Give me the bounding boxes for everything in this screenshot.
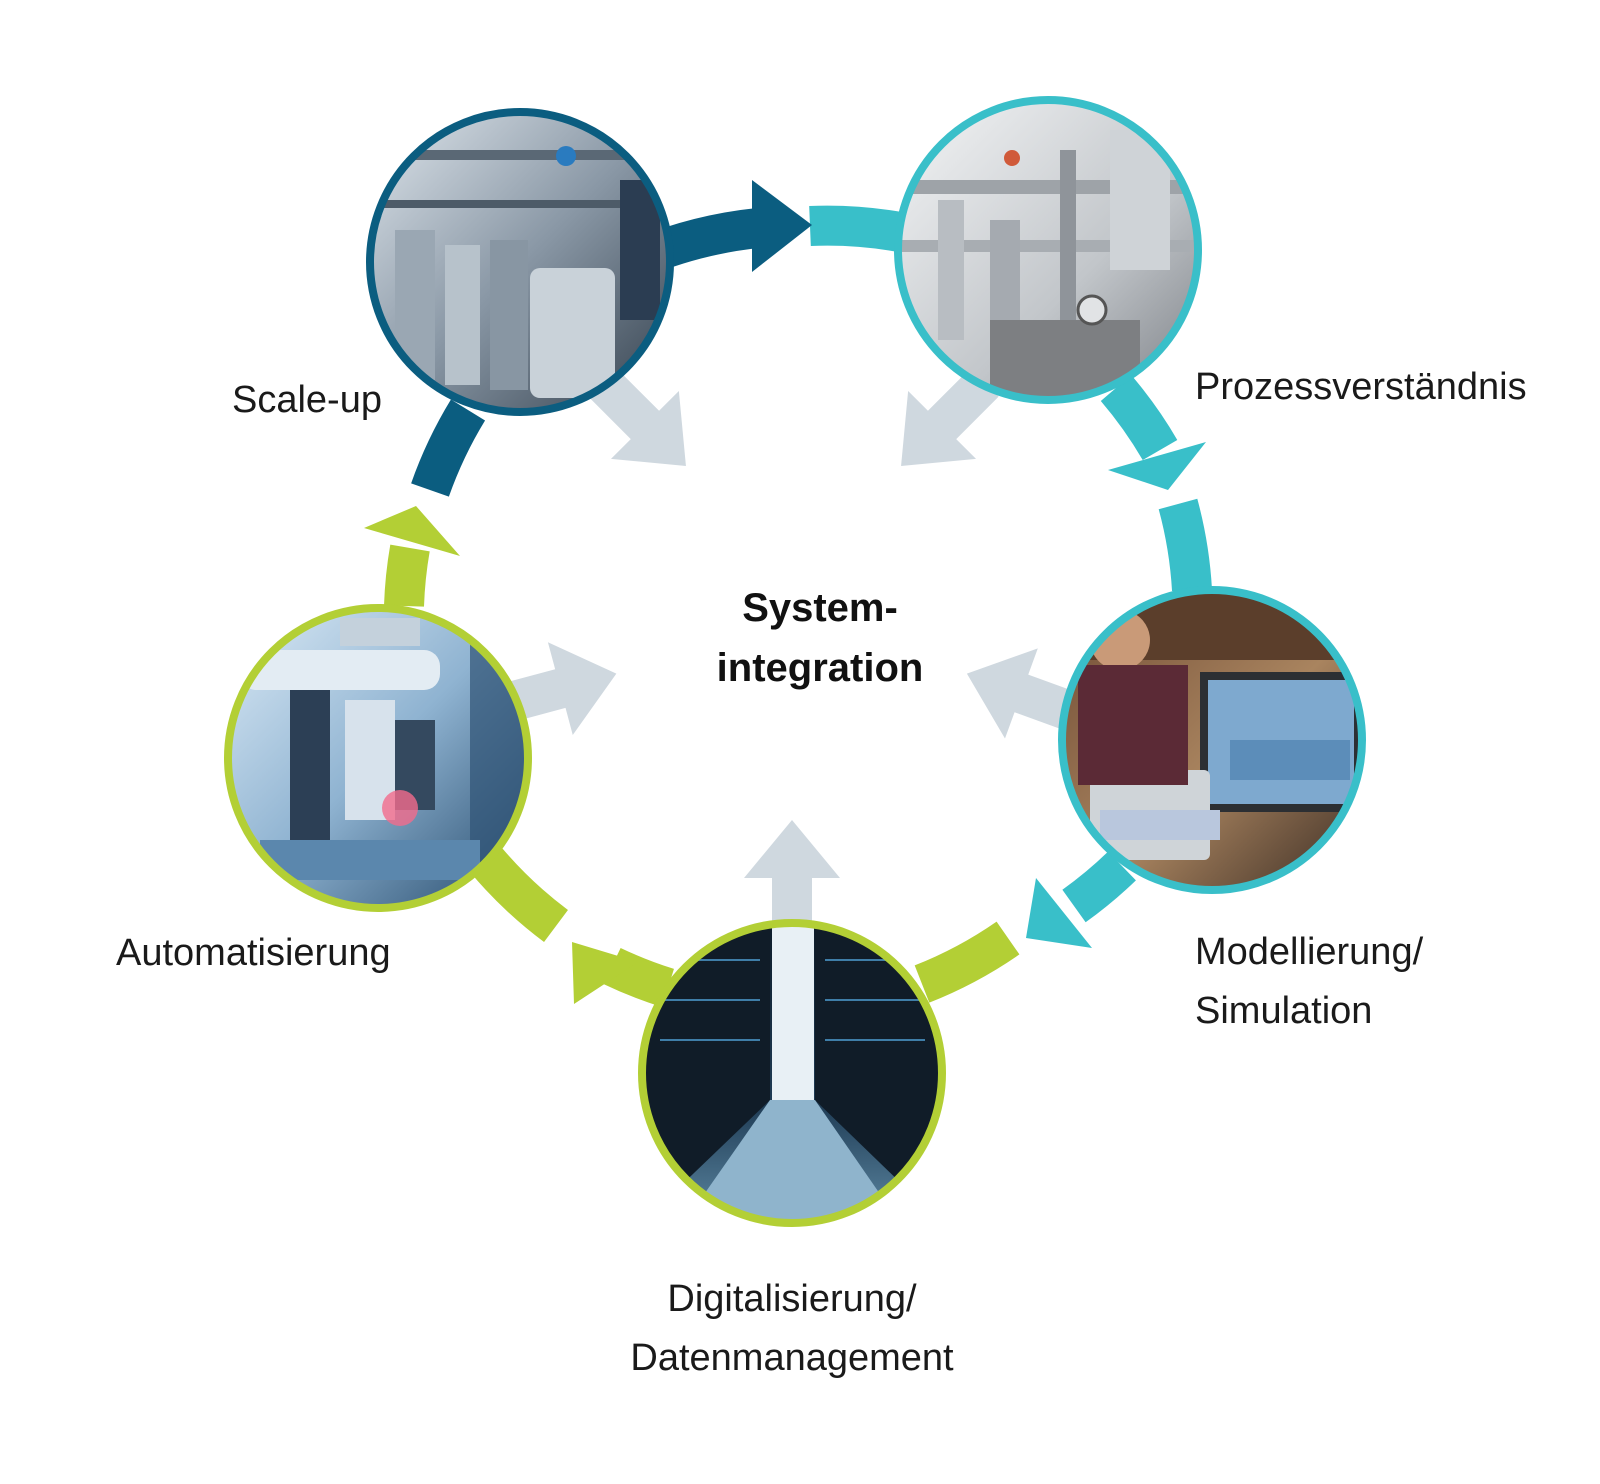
label-modell-line-1: Modellierung/ <box>1195 931 1424 973</box>
label-scale-up-text: Scale-up <box>232 379 382 421</box>
label-prozessverstaendnis: Prozessverständnis <box>1195 358 1527 417</box>
photo-circle-prozess <box>894 96 1202 404</box>
center-title-line-2: integration <box>716 646 924 690</box>
ring-arrowheads <box>364 180 1206 1004</box>
inward-arrow-scale-up <box>588 368 686 466</box>
inward-arrows <box>497 368 1085 938</box>
label-prozess-text: Prozessverständnis <box>1195 366 1527 408</box>
label-scale-up: Scale-up <box>232 371 382 430</box>
ring-arc-teal-3 <box>1158 498 1212 592</box>
label-digital-line-1: Digitalisierung/ <box>667 1278 917 1320</box>
label-digitalisierung-datenmanagement: Digitalisierung/ Datenmanagement <box>626 1270 958 1388</box>
ring-arc-lime-4 <box>384 544 430 607</box>
label-modellierung-simulation: Modellierung/ Simulation <box>1195 923 1423 1041</box>
inward-arrow-auto <box>497 642 617 735</box>
center-title-line-1: System- <box>742 586 898 630</box>
arrowhead-teal-1 <box>1108 442 1206 490</box>
arrowhead-dark-blue <box>752 180 812 272</box>
ring-arc-teal-4 <box>1062 851 1136 923</box>
photo-circle-scale-up <box>366 108 674 416</box>
label-auto-text: Automatisierung <box>116 932 391 974</box>
photo-circle-digital <box>638 919 946 1227</box>
ring-arc-lime-3 <box>470 846 569 943</box>
arrowhead-teal-2 <box>1026 878 1092 948</box>
inward-arrow-digital <box>744 820 840 938</box>
label-modell-line-2: Simulation <box>1195 989 1373 1032</box>
inward-arrow-prozess <box>901 368 999 466</box>
label-digital-line-2: Datenmanagement <box>630 1336 954 1379</box>
inward-arrow-modell <box>966 648 1085 739</box>
ring-arc-teal-1 <box>809 205 904 252</box>
ring-arc-teal-2 <box>1100 374 1178 461</box>
arrowhead-lime-1 <box>572 942 638 1004</box>
label-automatisierung: Automatisierung <box>116 924 391 983</box>
photo-circle-modell <box>1058 586 1366 894</box>
arrowhead-lime-2 <box>364 506 460 556</box>
ring-arc-dark-blue-1 <box>411 399 486 497</box>
ring-arc-lime-1 <box>914 921 1020 1003</box>
photo-circle-auto <box>224 604 532 912</box>
center-title: System- integration <box>640 578 1000 698</box>
